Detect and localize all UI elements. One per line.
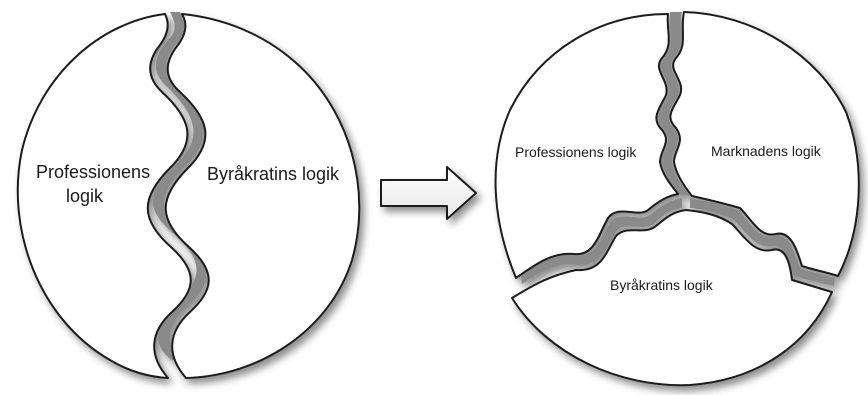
label-byrakratins-logik: Byråkratins logik	[610, 277, 714, 293]
right-circle-crack-shadow-vertical	[658, 12, 690, 196]
label-professionens-logik: Professionens logik	[515, 144, 637, 160]
label-marknadens-logik: Marknadens logik	[711, 143, 822, 159]
piece-byrakratins-logik	[511, 209, 833, 387]
left-circle-crack-shadow	[152, 12, 208, 362]
right-circle-crack-shadow-right	[690, 198, 835, 286]
piece-marknadens-logik	[669, 11, 860, 277]
transition-arrow	[380, 166, 477, 220]
piece-professionens-logik	[494, 13, 679, 279]
left-piece-label-line2: logik	[66, 186, 104, 206]
right-piece-label: Byråkratins logik	[207, 164, 340, 184]
right-circle	[494, 11, 860, 387]
left-piece-label-line1: Professionens	[36, 162, 150, 182]
left-piece-professionens	[16, 13, 192, 379]
right-piece-byrakratins	[164, 13, 361, 379]
arrow-icon	[380, 166, 477, 220]
right-circle-crack-shadow-left	[520, 198, 682, 284]
left-circle	[16, 12, 361, 379]
